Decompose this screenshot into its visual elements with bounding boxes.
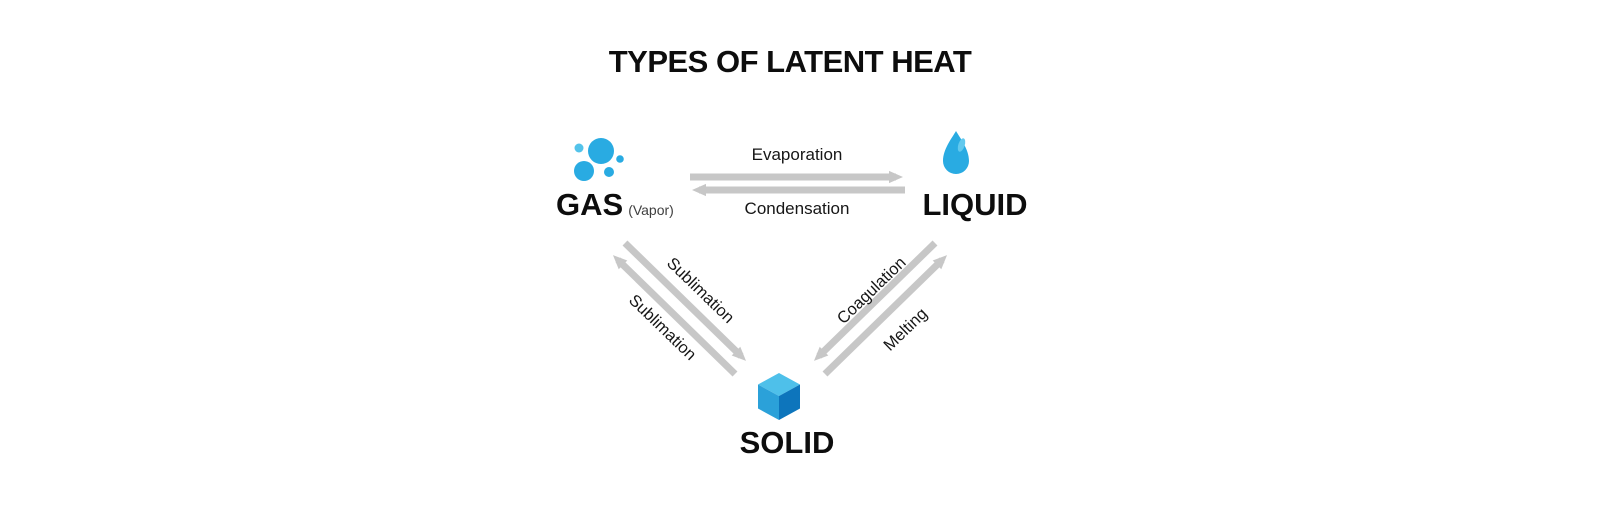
gas-state-label: GAS(Vapor) <box>556 189 674 220</box>
coagulation-arrow <box>813 240 938 361</box>
page-title: TYPES OF LATENT HEAT <box>608 44 972 79</box>
melting-label: Melting <box>880 304 932 355</box>
cube-icon <box>758 373 800 420</box>
water-drop-icon <box>943 131 969 174</box>
gas-sublabel: (Vapor) <box>628 202 674 218</box>
evaporation-label: Evaporation <box>751 145 843 164</box>
sublimation-solid-to-gas-label: Sublimation <box>625 291 700 365</box>
gas-label: GAS <box>556 187 624 222</box>
condensation-label: Condensation <box>744 199 850 218</box>
coagulation-label: Coagulation <box>833 253 910 328</box>
gas-bubbles-icon <box>574 138 624 181</box>
sublimation-gas-to-solid-label: Sublimation <box>663 254 738 328</box>
solid-state-label: SOLID <box>739 425 835 460</box>
liquid-state-label: LIQUID <box>922 187 1028 222</box>
